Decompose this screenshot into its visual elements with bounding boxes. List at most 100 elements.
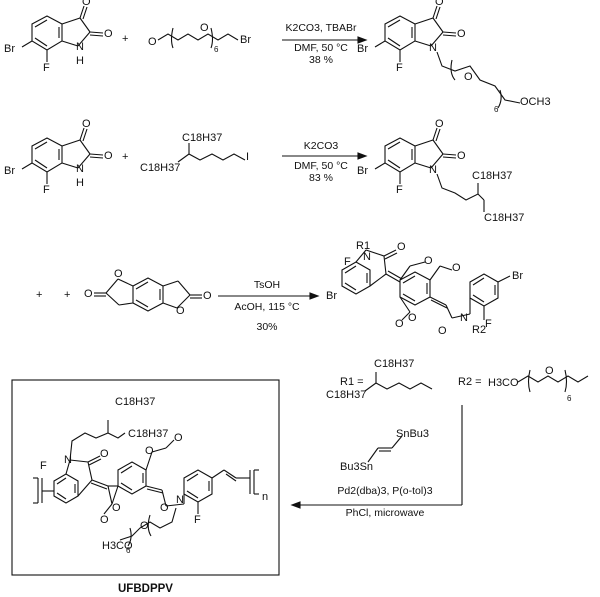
f-label: F xyxy=(43,62,50,74)
br-label: Br xyxy=(4,165,15,177)
o-label: O xyxy=(174,432,183,444)
repeat-n-label: n xyxy=(262,491,269,503)
subscript-6: 6 xyxy=(494,105,499,114)
f-label: F xyxy=(485,318,492,330)
o-label: O xyxy=(104,150,113,162)
o-label: O xyxy=(112,502,121,514)
subscript-6: 6 xyxy=(126,546,131,555)
c18h37-label: C18H37 xyxy=(128,428,169,440)
condition: 30% xyxy=(256,321,278,333)
step-3-conditions: TsOH AcOH, 115 °C 30% xyxy=(222,279,312,333)
product-2 xyxy=(374,127,485,212)
n-label: N xyxy=(460,312,468,324)
f-label: F xyxy=(43,184,50,196)
o-label: O xyxy=(424,255,433,267)
o-label: O xyxy=(114,268,123,280)
plus-sign: + xyxy=(122,151,129,163)
c18h37-label: C18H37 xyxy=(472,170,513,182)
f-label: F xyxy=(194,514,201,526)
n-label: N xyxy=(176,494,184,506)
o-label: O xyxy=(82,0,91,8)
r2-label: R2 xyxy=(472,324,487,336)
o-label: O xyxy=(145,445,154,457)
o-label: O xyxy=(545,365,554,377)
c18h37-label: C18H37 xyxy=(484,212,525,224)
plus-sign: + xyxy=(64,289,71,301)
o-label: O xyxy=(464,71,473,83)
peg-bromide xyxy=(157,27,239,49)
o-label: O xyxy=(397,241,406,253)
o-label: O xyxy=(200,22,209,34)
n-label: N xyxy=(363,251,371,263)
h-label: H xyxy=(76,177,84,189)
c18h37-label: C18H37 xyxy=(140,162,181,174)
h3co-label: H3CO xyxy=(102,540,133,552)
condition: AcOH, 115 °C xyxy=(234,301,300,313)
o-label: O xyxy=(176,305,185,317)
f-label: F xyxy=(344,256,351,268)
o-label: O xyxy=(140,520,149,532)
o-label: O xyxy=(84,288,93,300)
isatin-2 xyxy=(21,127,104,184)
f-label: F xyxy=(396,184,403,196)
n-label: N xyxy=(76,41,84,53)
polymer-structure xyxy=(33,420,259,547)
alkyl-iodide xyxy=(177,143,246,163)
condition: K2CO3, TBABr xyxy=(285,22,357,34)
plus-sign: + xyxy=(36,289,43,301)
c18h37-label: C18H37 xyxy=(326,389,367,401)
subscript-6: 6 xyxy=(214,45,219,54)
o-label: O xyxy=(435,0,444,8)
step-4-conditions: Pd2(dba)3, P(o-tol)3 PhCl, microwave xyxy=(320,485,450,519)
n-label: N xyxy=(429,164,437,176)
condition: 38 % xyxy=(309,54,333,66)
condition: PhCl, microwave xyxy=(345,507,425,519)
o-label: O xyxy=(203,290,212,302)
monomer xyxy=(341,249,511,321)
och3-label: OCH3 xyxy=(520,96,551,108)
c18h37-label: C18H37 xyxy=(374,358,415,370)
br-label: Br xyxy=(357,43,368,55)
r2-definition: R2 = xyxy=(458,376,482,388)
condition: DMF, 50 °C xyxy=(294,160,348,172)
o-label: O xyxy=(148,36,157,48)
o-label: O xyxy=(82,118,91,130)
o-label: O xyxy=(104,28,113,40)
i-label: I xyxy=(246,151,250,163)
r1-label: R1 xyxy=(356,240,371,252)
o-label: O xyxy=(457,150,466,162)
condition: K2CO3 xyxy=(303,140,339,152)
subscript-6: 6 xyxy=(567,394,572,403)
benzodifuranone xyxy=(94,277,202,312)
o-label: O xyxy=(408,312,417,324)
c18h37-label: C18H37 xyxy=(182,132,223,144)
polymer-box xyxy=(11,379,280,576)
o-label: O xyxy=(160,502,169,514)
n-label: N xyxy=(76,163,84,175)
br-label: Br xyxy=(512,270,523,282)
o-label: O xyxy=(452,262,461,274)
br-label: Br xyxy=(357,165,368,177)
br-label: Br xyxy=(4,43,15,55)
o-label: O xyxy=(100,448,109,460)
distannyl-ethylene xyxy=(367,435,403,463)
br-label: Br xyxy=(326,290,337,302)
o-label: O xyxy=(438,325,447,337)
c18h37-label: C18H37 xyxy=(115,396,156,408)
n-label: N xyxy=(429,42,437,54)
o-label: O xyxy=(395,318,404,330)
polymer-name: UFBDPPV xyxy=(118,583,173,595)
f-label: F xyxy=(40,460,47,472)
snbu3-label: SnBu3 xyxy=(396,428,430,440)
condition: 83 % xyxy=(309,172,333,184)
r1-chain xyxy=(364,372,433,392)
plus-sign: + xyxy=(122,33,129,45)
br-label: Br xyxy=(240,34,251,46)
r2-chain xyxy=(517,369,589,393)
product-1 xyxy=(374,5,521,109)
o-label: O xyxy=(457,28,466,40)
n-label: N xyxy=(64,454,72,466)
bu3sn-label: Bu3Sn xyxy=(340,461,374,473)
condition: TsOH xyxy=(253,279,281,291)
